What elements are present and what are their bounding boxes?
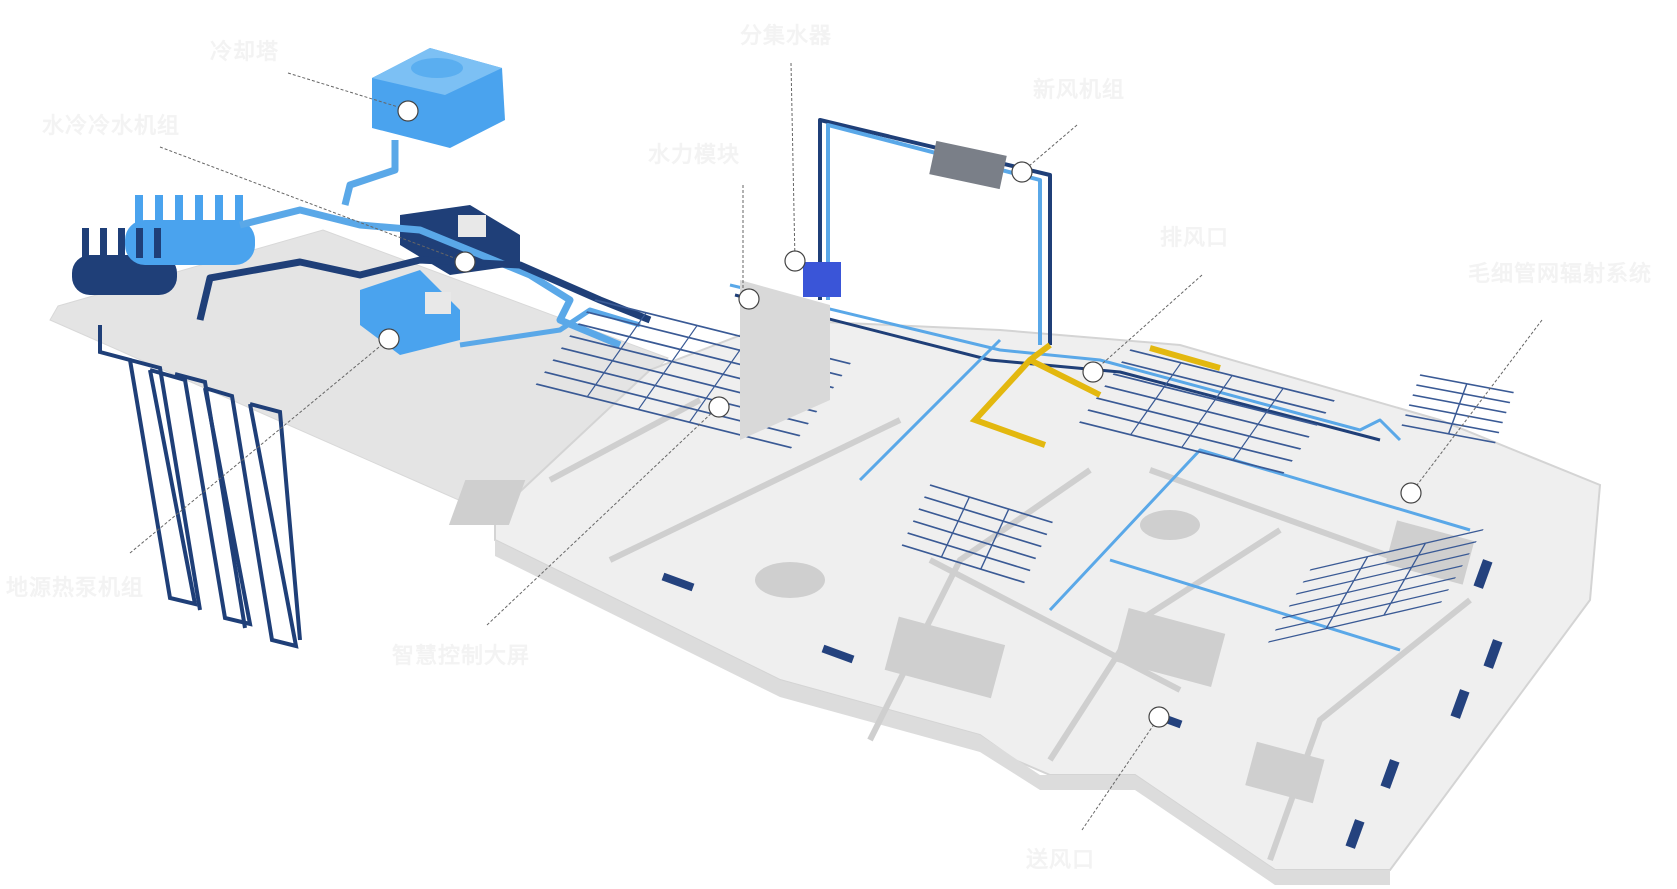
label-manifold: 分集水器 — [740, 24, 833, 49]
label-supply-outlet: 送风口 — [1026, 848, 1096, 873]
capillary-grids — [535, 299, 1514, 643]
fresh-air-unit — [929, 140, 1007, 190]
marker-ground-heat-pump[interactable] — [378, 328, 400, 350]
marker-water-chiller[interactable] — [454, 251, 476, 273]
ground-loop-pipes — [98, 325, 302, 649]
marker-fresh-air-unit[interactable] — [1011, 161, 1033, 183]
marker-manifold[interactable] — [784, 250, 806, 272]
manifold-equipment — [72, 195, 255, 295]
label-exhaust-outlet: 排风口 — [1160, 226, 1230, 251]
leader-lines — [129, 62, 1543, 831]
label-water-chiller: 水冷冷水机组 — [42, 114, 181, 139]
label-capillary-system: 毛细管网辐射系统 — [1468, 262, 1653, 287]
label-hydraulic-module: 水力模块 — [648, 143, 741, 168]
marker-hydraulic-module[interactable] — [738, 288, 760, 310]
label-smart-screen: 智慧控制大屏 — [392, 644, 531, 669]
pipe-network — [196, 118, 1471, 652]
label-ground-heat-pump: 地源热泵机组 — [6, 576, 145, 601]
label-fresh-air-unit: 新风机组 — [1033, 78, 1126, 103]
marker-smart-screen[interactable] — [708, 396, 730, 418]
marker-cooling-tower[interactable] — [397, 100, 419, 122]
building-floor-plan — [448, 318, 1602, 885]
hydraulic-module — [803, 262, 841, 297]
label-cooling-tower: 冷却塔 — [210, 40, 280, 65]
air-ducts — [969, 342, 1221, 448]
hotspot-markers[interactable] — [378, 100, 1422, 728]
cooling-tower — [372, 48, 505, 148]
control-wall — [740, 280, 830, 440]
marker-supply-outlet[interactable] — [1148, 706, 1170, 728]
marker-capillary-system[interactable] — [1400, 482, 1422, 504]
marker-exhaust-outlet[interactable] — [1082, 361, 1104, 383]
